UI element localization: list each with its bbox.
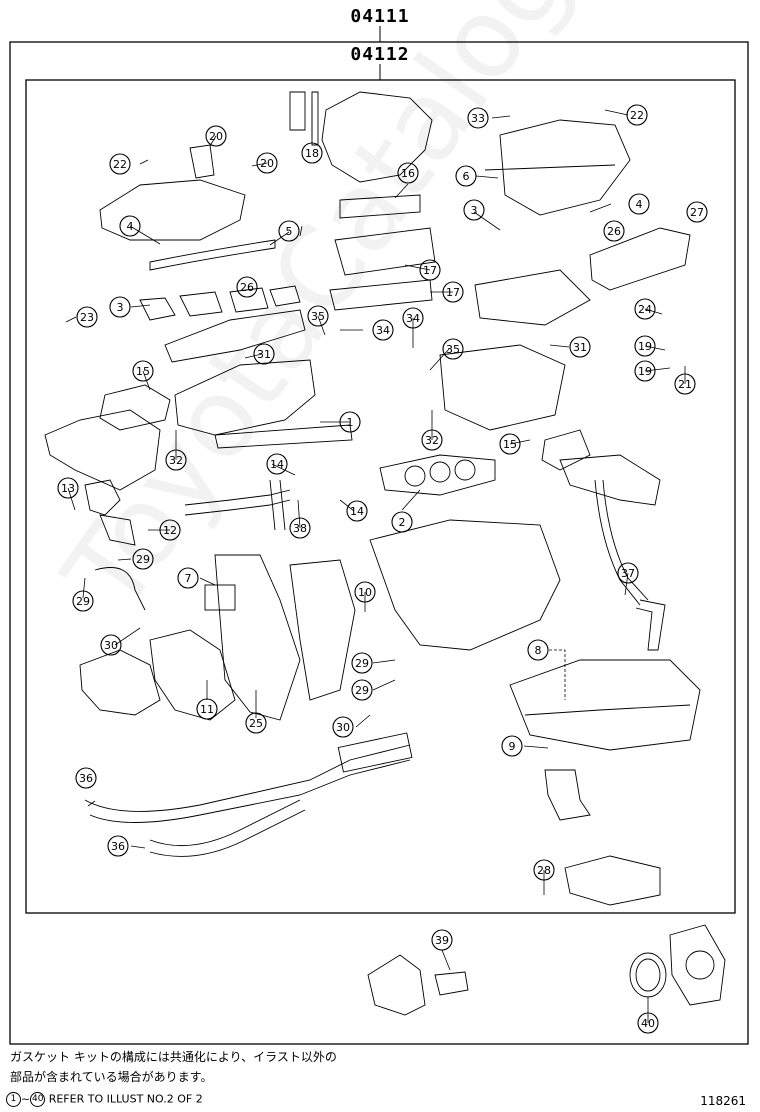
callout-19-label: 19 xyxy=(638,365,652,378)
callout-1-label: 1 xyxy=(347,416,354,429)
leader-lines xyxy=(65,98,686,1023)
callout-26-label: 26 xyxy=(240,281,254,294)
callout-17-label: 17 xyxy=(446,286,460,299)
callout-29-label: 29 xyxy=(355,684,369,697)
reference-note: 1~40 REFER TO ILLUST NO.2 OF 2 xyxy=(6,1092,203,1107)
callout-32-label: 32 xyxy=(425,434,439,447)
callout-35-label: 35 xyxy=(311,310,325,323)
callout-31-label: 31 xyxy=(573,341,587,354)
callout-30-label: 30 xyxy=(336,721,350,734)
callout-22-label: 22 xyxy=(113,158,127,171)
callout-34-label: 34 xyxy=(406,312,420,325)
callout-6-label: 6 xyxy=(463,170,470,183)
outer-frame xyxy=(9,41,749,1045)
ref-text: REFER TO ILLUST NO.2 OF 2 xyxy=(48,1092,203,1106)
callout-30-label: 30 xyxy=(104,639,118,652)
callout-19-label: 19 xyxy=(638,340,652,353)
callout-16-label: 16 xyxy=(401,167,415,180)
callout-17-label: 17 xyxy=(423,264,437,277)
callout-4-label: 4 xyxy=(636,198,643,211)
ref-end-circle: 40 xyxy=(30,1092,46,1107)
callout-2-label: 2 xyxy=(399,516,406,529)
callout-3-label: 3 xyxy=(471,204,478,217)
callout-10-label: 10 xyxy=(358,586,372,599)
callout-14-label: 14 xyxy=(350,505,364,518)
callout-31-label: 31 xyxy=(257,348,271,361)
callout-15-label: 15 xyxy=(503,438,517,451)
callout-24-label: 24 xyxy=(638,303,652,316)
callout-12-label: 12 xyxy=(163,524,177,537)
callout-15-label: 15 xyxy=(136,365,150,378)
callout-11-label: 11 xyxy=(200,703,214,716)
callout-29-label: 29 xyxy=(355,657,369,670)
callout-35-label: 35 xyxy=(446,343,460,356)
callout-5-label: 5 xyxy=(286,225,293,238)
figure-number: 118261 xyxy=(700,1094,746,1108)
ref-start-circle: 1 xyxy=(6,1092,21,1107)
inner-part-number: 04112 xyxy=(350,44,410,65)
part-sketches xyxy=(44,91,726,1016)
callout-27-label: 27 xyxy=(690,206,704,219)
callout-21-label: 21 xyxy=(678,378,692,391)
callout-23-label: 23 xyxy=(80,311,94,324)
callout-18-label: 18 xyxy=(305,147,319,160)
callout-37-label: 37 xyxy=(621,567,635,580)
callout-20-label: 20 xyxy=(209,130,223,143)
callout-28-label: 28 xyxy=(537,864,551,877)
callout-7-label: 7 xyxy=(185,572,192,585)
callout-32-label: 32 xyxy=(169,454,183,467)
callout-8-label: 8 xyxy=(535,644,542,657)
callout-25-label: 25 xyxy=(249,717,263,730)
outer-part-number: 04111 xyxy=(350,6,410,27)
callout-13-label: 13 xyxy=(61,482,75,495)
callout-3-label: 3 xyxy=(117,301,124,314)
callout-34-label: 34 xyxy=(376,324,390,337)
callout-circles xyxy=(57,104,708,1034)
callout-29-label: 29 xyxy=(76,595,90,608)
callout-33-label: 33 xyxy=(471,112,485,125)
callout-22-label: 22 xyxy=(630,109,644,122)
callout-36-label: 36 xyxy=(111,840,125,853)
callout-numbers: 1 2 3 3 4 4 5 6 7 8 9 10 11 12 13 14 14 … xyxy=(61,109,704,1030)
callout-26-label: 26 xyxy=(607,225,621,238)
kit-note-line-1: ガスケット キットの構成には共通化により、イラスト以外の xyxy=(10,1050,337,1064)
callout-4-label: 4 xyxy=(127,220,134,233)
callout-14-label: 14 xyxy=(270,458,284,471)
kit-note-line-2: 部品が含まれている場合があります。 xyxy=(10,1070,213,1084)
callout-39-label: 39 xyxy=(435,934,449,947)
callout-20-label: 20 xyxy=(260,157,274,170)
callout-38-label: 38 xyxy=(293,522,307,535)
callout-40-label: 40 xyxy=(641,1017,655,1030)
callout-9-label: 9 xyxy=(509,740,516,753)
callout-36-label: 36 xyxy=(79,772,93,785)
ref-tilde: ~ xyxy=(21,1092,31,1106)
callout-29-label: 29 xyxy=(136,553,150,566)
